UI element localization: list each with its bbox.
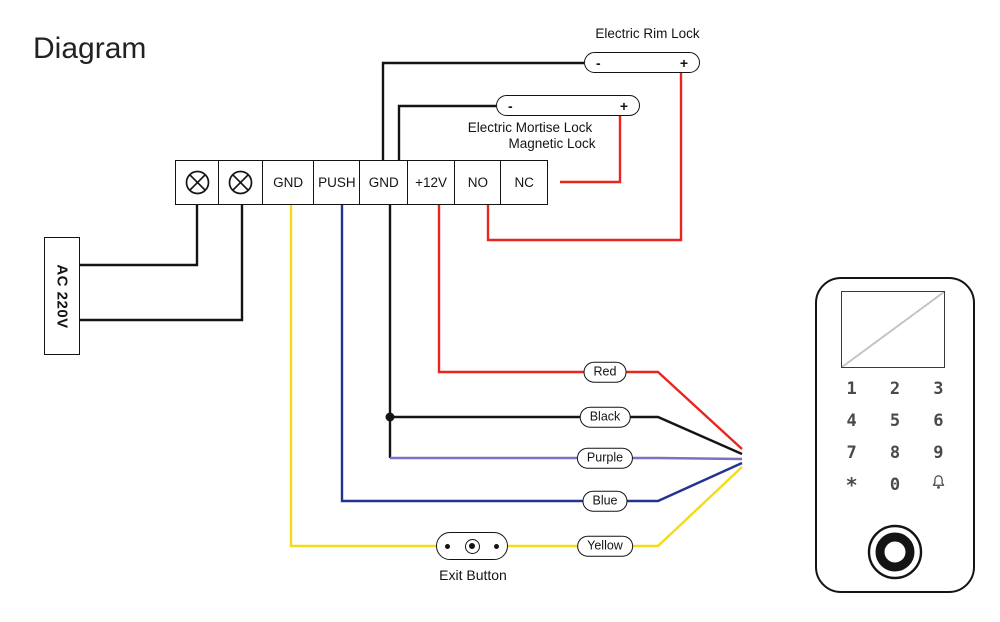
junction-dot [385, 412, 395, 422]
key-8: 8 [889, 443, 901, 463]
terminal-nc: NC [500, 160, 549, 205]
ac-power-box: AC 220V [44, 237, 80, 355]
push-button-icon [464, 538, 480, 554]
keypad-device: 1 2 3 4 5 6 7 8 9 * 0 [815, 277, 975, 593]
wire-gnd-mortise-lock [397, 104, 496, 160]
wire-tag-purple: Purple [576, 447, 634, 469]
wire-red-12v [437, 205, 743, 450]
wire-tag-yellow: Yellow [577, 535, 633, 557]
key-2: 2 [889, 379, 901, 399]
magnetic-lock-label: Magnetic Lock [508, 136, 596, 151]
terminal-label: NO [467, 175, 488, 190]
wire-black-gnd [390, 415, 743, 456]
terminal-lamp-2 [218, 160, 264, 205]
terminal-block: GND PUSH GND +12V NO NC [175, 160, 549, 205]
wire-nc-mortise-lock [560, 116, 622, 184]
wire-gnd-rim-lock [381, 61, 584, 160]
wire-tag-black: Black [579, 406, 631, 428]
terminal-lamp-1 [175, 160, 220, 205]
wire-purple [390, 456, 743, 461]
key-star: * [845, 473, 858, 497]
terminal-label: PUSH [318, 175, 356, 190]
rim-lock-minus: - [596, 54, 601, 71]
mortise-lock-label: Electric Mortise Lock [467, 120, 593, 135]
rim-lock-plus: + [679, 54, 688, 71]
keypad-screen [841, 291, 945, 368]
key-9: 9 [933, 443, 944, 463]
terminal-label: GND [368, 175, 399, 190]
key-5: 5 [889, 411, 901, 431]
ac-power-label: AC 220V [53, 263, 71, 329]
mortise-lock-minus: - [508, 97, 513, 114]
rim-lock: - + [584, 52, 700, 73]
key-bell [930, 474, 947, 496]
terminal-push: PUSH [312, 160, 361, 205]
exit-button-contact-left [445, 543, 450, 549]
terminal-gnd-1: GND [261, 160, 315, 205]
wire-ac-line2 [80, 205, 244, 322]
circle-x-icon [185, 170, 210, 195]
key-7: 7 [846, 443, 857, 463]
fingerprint-scanner-icon [867, 524, 923, 580]
key-6: 6 [933, 411, 944, 431]
terminal-label: +12V [415, 175, 448, 190]
exit-button-contact-right [494, 543, 499, 549]
terminal-label: NC [514, 175, 534, 190]
mortise-lock: - + [496, 95, 640, 116]
terminal-label: GND [273, 175, 304, 190]
cable-bundle [739, 440, 818, 488]
terminal-12v: +12V [406, 160, 456, 205]
key-1: 1 [846, 379, 857, 399]
circle-x-icon [228, 170, 253, 195]
wire-ac-line1 [80, 205, 199, 267]
exit-button-label: Exit Button [439, 567, 507, 583]
wire-no-rim-lock [486, 72, 683, 242]
terminal-gnd-2: GND [359, 160, 409, 205]
page-title: Diagram [33, 32, 147, 65]
wire-blue-push [340, 205, 743, 503]
wire-tag-red: Red [583, 361, 627, 383]
key-0: 0 [889, 475, 901, 495]
key-3: 3 [933, 379, 944, 399]
keypad-keys: 1 2 3 4 5 6 7 8 9 * 0 [830, 373, 960, 501]
key-4: 4 [846, 411, 857, 431]
rim-lock-label: Electric Rim Lock [595, 26, 700, 41]
bell-icon [932, 475, 945, 489]
exit-button [436, 532, 508, 560]
terminal-no: NO [453, 160, 502, 205]
mortise-lock-plus: + [619, 97, 628, 114]
wire-tag-blue: Blue [582, 490, 628, 512]
